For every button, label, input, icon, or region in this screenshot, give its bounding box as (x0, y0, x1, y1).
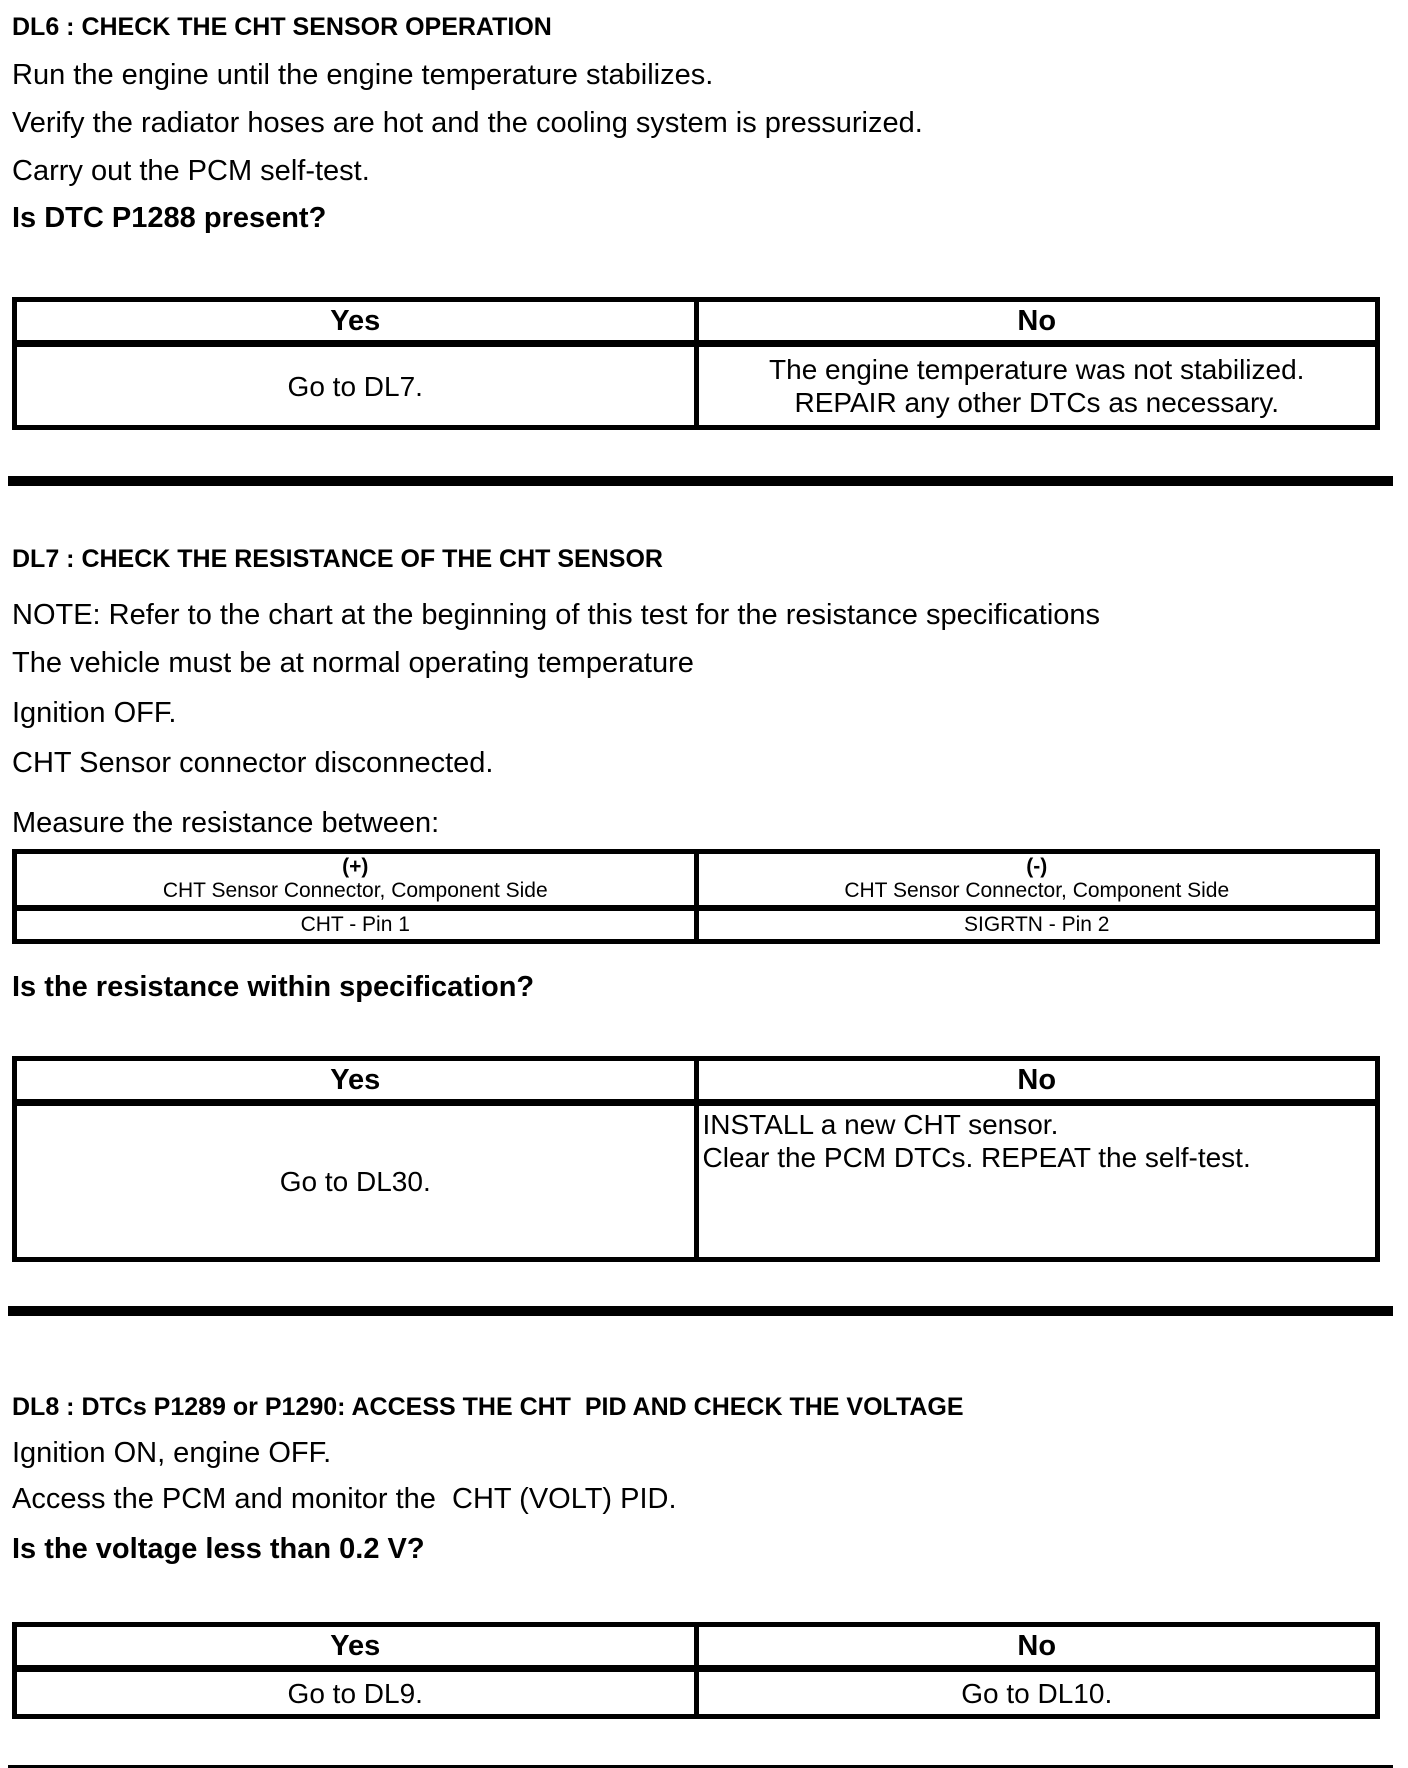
yes-column-header: Yes (12, 297, 699, 347)
table-header-row: Yes No (12, 1056, 1380, 1106)
table-header-row: Yes No (12, 1622, 1380, 1672)
section-dl7: DL7 : CHECK THE RESISTANCE OF THE CHT SE… (12, 544, 1397, 1262)
no-column-header: No (693, 297, 1380, 347)
table-header-row: Yes No (12, 297, 1380, 347)
instruction-line: Access the PCM and monitor the CHT (VOLT… (12, 1483, 677, 1515)
positive-connector-label: CHT Sensor Connector, Component Side (162, 879, 548, 902)
note-line: NOTE: Refer to the chart at the beginnin… (12, 599, 1101, 631)
yes-column-header: Yes (12, 1056, 699, 1106)
table-row: Go to DL9. Go to DL10. (12, 1666, 1380, 1719)
negative-connector-label: CHT Sensor Connector, Component Side (844, 879, 1230, 902)
no-action-line: REPAIR any other DTCs as necessary. (794, 387, 1279, 418)
section-divider-rule (8, 1306, 1393, 1316)
decision-question: Is the resistance within specification? (12, 971, 535, 1003)
no-action-line: Clear the PCM DTCs. REPEAT the self-test… (702, 1142, 1251, 1173)
table-row: Go to DL7. The engine temperature was no… (12, 341, 1380, 430)
section-dl8-title: DL8 : DTCs P1289 or P1290: ACCESS THE CH… (12, 1393, 964, 1421)
negative-sign: (-) (1026, 855, 1048, 878)
positive-pin-cell: CHT - Pin 1 (12, 905, 699, 944)
negative-pin-cell: SIGRTN - Pin 2 (693, 905, 1380, 944)
no-column-header: No (693, 1622, 1380, 1672)
decision-question: Is DTC P1288 present? (12, 202, 327, 234)
positive-lead-header: (+) CHT Sensor Connector, Component Side (12, 849, 699, 911)
no-column-header: No (693, 1056, 1380, 1106)
instruction-line: Measure the resistance between: (12, 807, 440, 839)
no-action-cell: The engine temperature was not stabilize… (693, 341, 1380, 430)
no-action-cell: Go to DL10. (693, 1666, 1380, 1719)
section-dl6-title: DL6 : CHECK THE CHT SENSOR OPERATION (12, 13, 552, 41)
measurement-pins-table: (+) CHT Sensor Connector, Component Side… (12, 849, 1380, 944)
no-action-cell: INSTALL a new CHT sensor. Clear the PCM … (693, 1100, 1380, 1262)
positive-sign: (+) (342, 855, 369, 878)
table-header-row: (+) CHT Sensor Connector, Component Side… (12, 849, 1380, 911)
instruction-line: The vehicle must be at normal operating … (12, 647, 694, 679)
no-action-line: INSTALL a new CHT sensor. (702, 1109, 1059, 1140)
instruction-line: Verify the radiator hoses are hot and th… (12, 107, 923, 139)
instruction-line: Ignition OFF. (12, 697, 177, 729)
table-row: Go to DL30. INSTALL a new CHT sensor. Cl… (12, 1100, 1380, 1262)
instruction-line: Carry out the PCM self-test. (12, 155, 370, 187)
section-dl6: DL6 : CHECK THE CHT SENSOR OPERATION Run… (12, 12, 1397, 430)
instruction-line: Ignition ON, engine OFF. (12, 1437, 332, 1469)
section-divider-rule (8, 1765, 1393, 1768)
section-dl8: DL8 : DTCs P1289 or P1290: ACCESS THE CH… (12, 1392, 1397, 1719)
instruction-line: Run the engine until the engine temperat… (12, 59, 714, 91)
yes-column-header: Yes (12, 1622, 699, 1672)
negative-lead-header: (-) CHT Sensor Connector, Component Side (693, 849, 1380, 911)
table-row: CHT - Pin 1 SIGRTN - Pin 2 (12, 905, 1380, 944)
yes-action-cell: Go to DL7. (12, 341, 699, 430)
decision-table-dl6: Yes No Go to DL7. The engine temperature… (12, 297, 1380, 430)
yes-action-cell: Go to DL30. (12, 1100, 699, 1262)
decision-question: Is the voltage less than 0.2 V? (12, 1533, 425, 1565)
decision-table-dl8: Yes No Go to DL9. Go to DL10. (12, 1622, 1380, 1719)
no-action-line: The engine temperature was not stabilize… (769, 354, 1305, 385)
yes-action-cell: Go to DL9. (12, 1666, 699, 1719)
instruction-line: CHT Sensor connector disconnected. (12, 747, 494, 779)
decision-table-dl7: Yes No Go to DL30. INSTALL a new CHT sen… (12, 1056, 1380, 1262)
section-dl7-title: DL7 : CHECK THE RESISTANCE OF THE CHT SE… (12, 545, 663, 573)
section-divider-rule (8, 476, 1393, 486)
